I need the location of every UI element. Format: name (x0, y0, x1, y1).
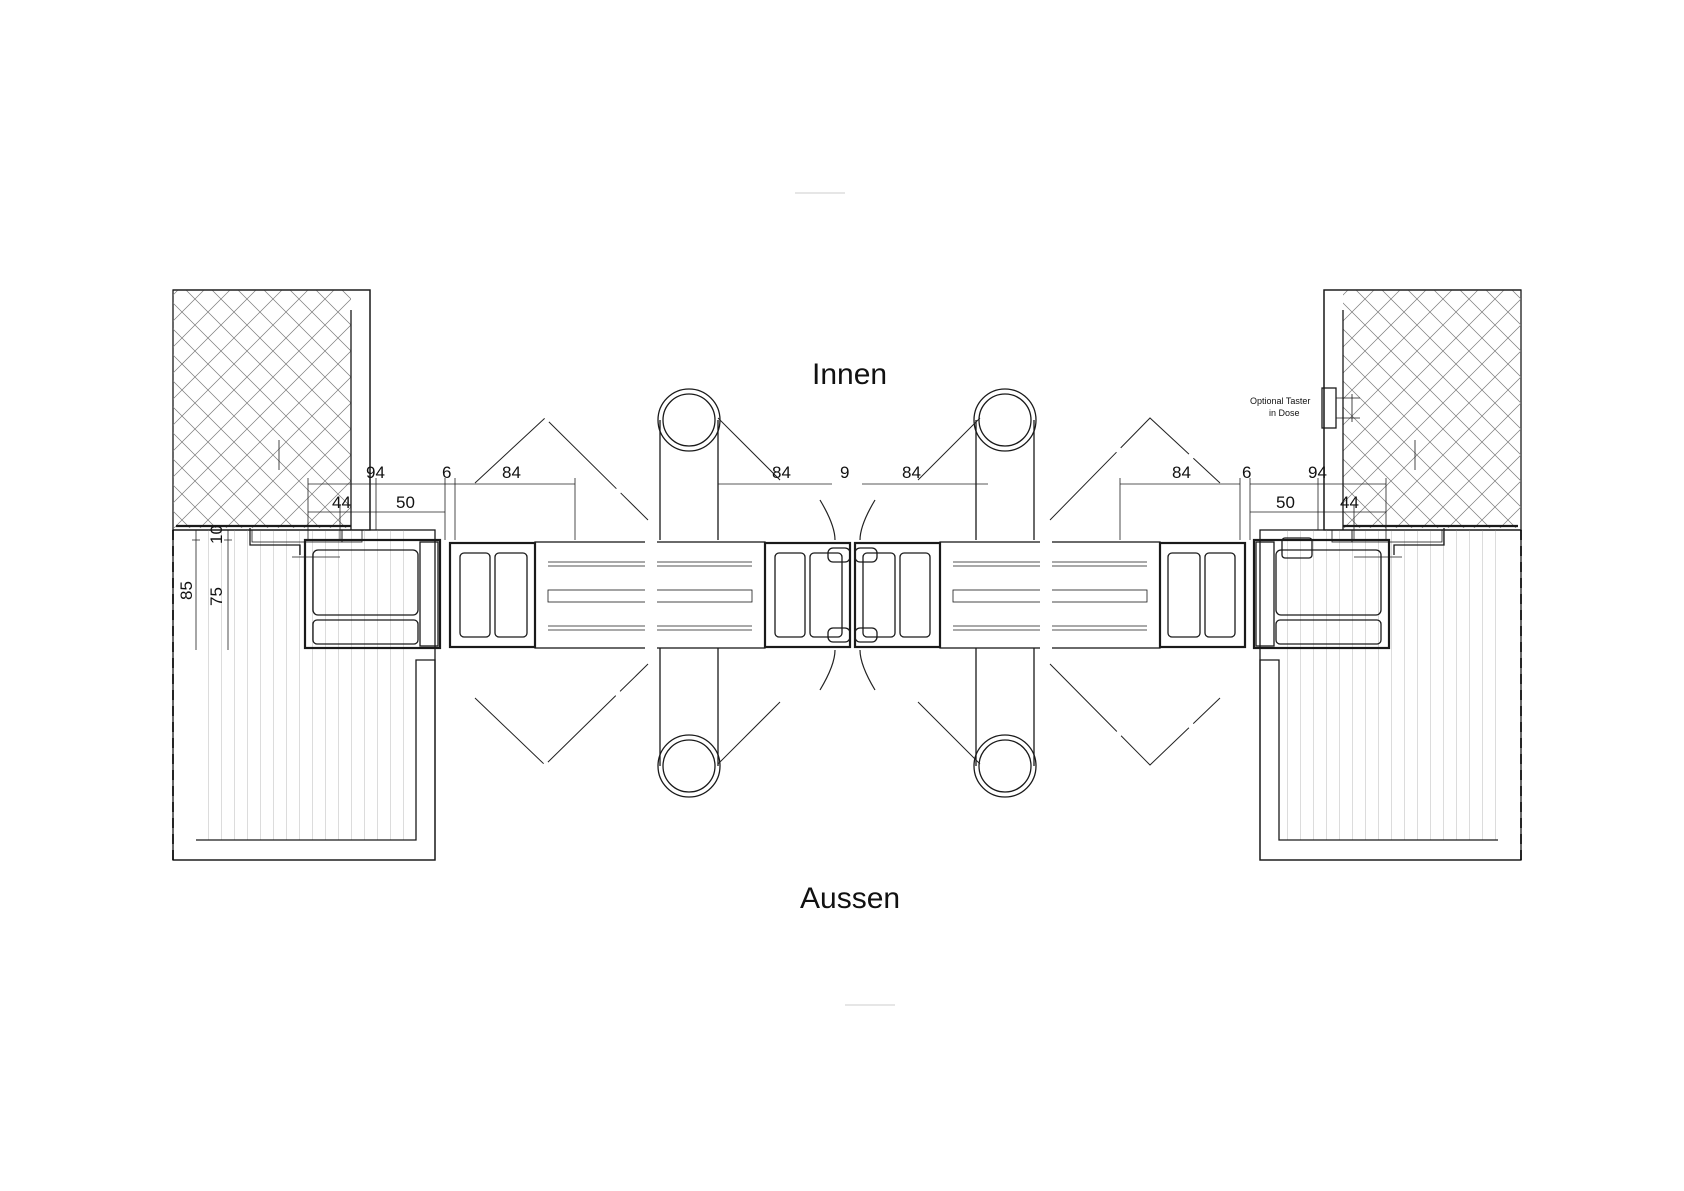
handle-top-left (657, 388, 721, 540)
frame-profile-right (1252, 537, 1402, 650)
dim-right-94: 94 (1308, 463, 1327, 482)
dimension-lines (192, 478, 1387, 650)
dim-left-94: 94 (366, 463, 385, 482)
dim-right-84b: 84 (1172, 463, 1191, 482)
note-line-2: in Dose (1269, 408, 1300, 418)
dim-left-44: 44 (332, 493, 351, 512)
handle-bottom-left (657, 648, 721, 798)
dim-right-6: 6 (1242, 463, 1251, 482)
dim-right-84a: 84 (902, 463, 921, 482)
glazing-left (534, 535, 766, 655)
dim-right-50: 50 (1276, 493, 1295, 512)
dim-center-9: 9 (840, 463, 849, 482)
sash-profiles (448, 541, 1247, 649)
dim-vert-10: 10 (207, 525, 226, 544)
dim-right-44: 44 (1340, 493, 1359, 512)
leaf-swing-outlines (474, 417, 1221, 766)
right-wall (1259, 289, 1522, 861)
dim-left-6: 6 (442, 463, 451, 482)
dim-vert-75: 75 (207, 587, 226, 606)
frame-profile-left (292, 538, 442, 650)
outside-label: Aussen (800, 882, 900, 915)
glazing-right (939, 535, 1161, 655)
swing-arcs (819, 499, 876, 691)
dim-left-84a: 84 (502, 463, 521, 482)
dim-left-84b: 84 (772, 463, 791, 482)
insulation-strips (249, 528, 1445, 555)
note-line-1: Optional Taster (1250, 396, 1310, 406)
handle-top-right (973, 388, 1037, 540)
dim-left-50: 50 (396, 493, 415, 512)
handle-bottom-right (973, 648, 1037, 798)
dim-vert-85: 85 (177, 581, 196, 600)
switch-box-icon (1321, 387, 1337, 429)
inside-label: Innen (812, 358, 887, 391)
